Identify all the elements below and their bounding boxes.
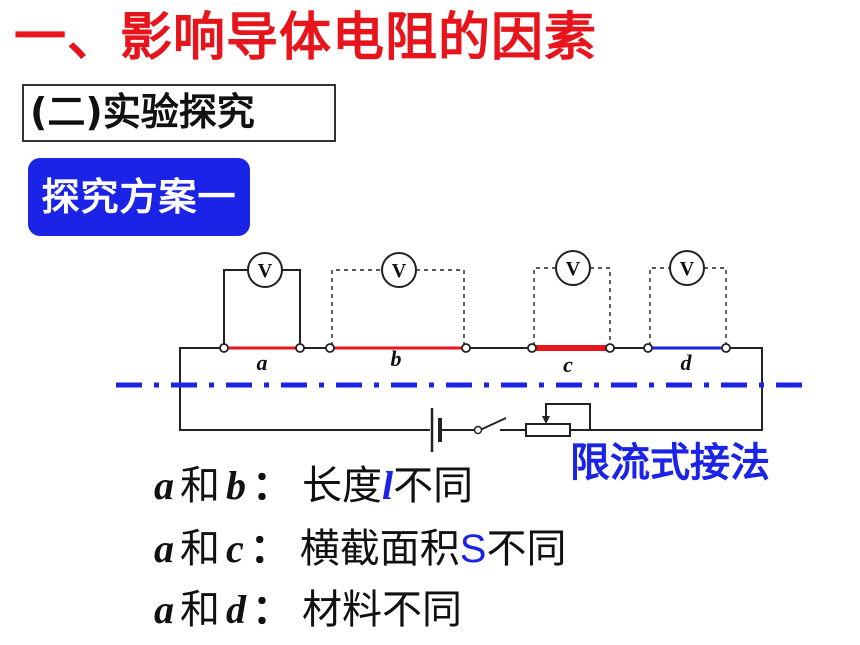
- connector: 和: [180, 526, 220, 572]
- segment-d-label: d: [681, 350, 693, 375]
- description: 材料不同: [302, 587, 462, 633]
- voltmeter-b: [381, 252, 417, 288]
- voltmeter-d: [669, 250, 705, 286]
- voltmeter-b-label: V: [392, 260, 407, 282]
- variable-b: b: [226, 463, 246, 508]
- voltmeter-d-leads: [649, 267, 670, 346]
- voltmeter-a-label: V: [258, 260, 273, 282]
- description-suffix: 不同: [486, 526, 567, 572]
- variable-d: d: [226, 587, 246, 632]
- colon: ：: [249, 526, 290, 572]
- description-suffix: 不同: [393, 463, 474, 509]
- segment-b-label: b: [391, 346, 402, 371]
- connector: 和: [180, 463, 220, 509]
- segment-a-label: a: [257, 350, 268, 375]
- rheostat-arrow: [542, 416, 550, 424]
- scheme-one-button[interactable]: 探究方案一: [28, 158, 250, 236]
- page-title: 一、影响导体电阻的因素: [14, 8, 598, 68]
- method-label: 限流式接法: [570, 440, 770, 486]
- rheostat-body: [525, 423, 571, 437]
- terminal: [325, 343, 335, 353]
- section-subtitle: (二)实验探究: [30, 90, 255, 134]
- connector: 和: [180, 587, 220, 633]
- voltmeter-b-leads: [331, 269, 382, 346]
- voltmeter-c-leads: [533, 267, 556, 346]
- colon: ：: [252, 463, 292, 509]
- segment-c-label: c: [563, 352, 573, 377]
- variable-c: c: [226, 526, 244, 571]
- description: 横截面积: [299, 526, 460, 572]
- terminal: [643, 343, 653, 353]
- subtitle-frame: [22, 84, 336, 142]
- terminal: [605, 343, 615, 353]
- variable-a: a: [154, 526, 174, 571]
- area-symbol: S: [459, 527, 487, 571]
- terminal: [527, 343, 537, 353]
- voltmeter-a-leads: [223, 269, 248, 346]
- voltmeter-c-label: V: [566, 258, 581, 280]
- voltmeter-c: [555, 250, 591, 286]
- length-symbol: l: [382, 463, 394, 508]
- switch-blade: [479, 417, 507, 431]
- description: 长度: [302, 463, 382, 509]
- terminal: [721, 343, 731, 353]
- voltmeter-a: [247, 252, 283, 288]
- voltmeter-d-label: V: [680, 258, 695, 280]
- rheostat-slider-wire: [545, 403, 591, 431]
- terminal: [295, 343, 305, 353]
- terminal: [461, 343, 471, 353]
- colon: ：: [252, 587, 292, 633]
- circuit-outer-wire: [179, 347, 430, 431]
- circuit-right-wire: [570, 347, 763, 431]
- terminal: [219, 343, 229, 353]
- switch-pivot: [473, 425, 483, 435]
- variable-a: a: [154, 587, 174, 632]
- variable-a: a: [154, 463, 174, 508]
